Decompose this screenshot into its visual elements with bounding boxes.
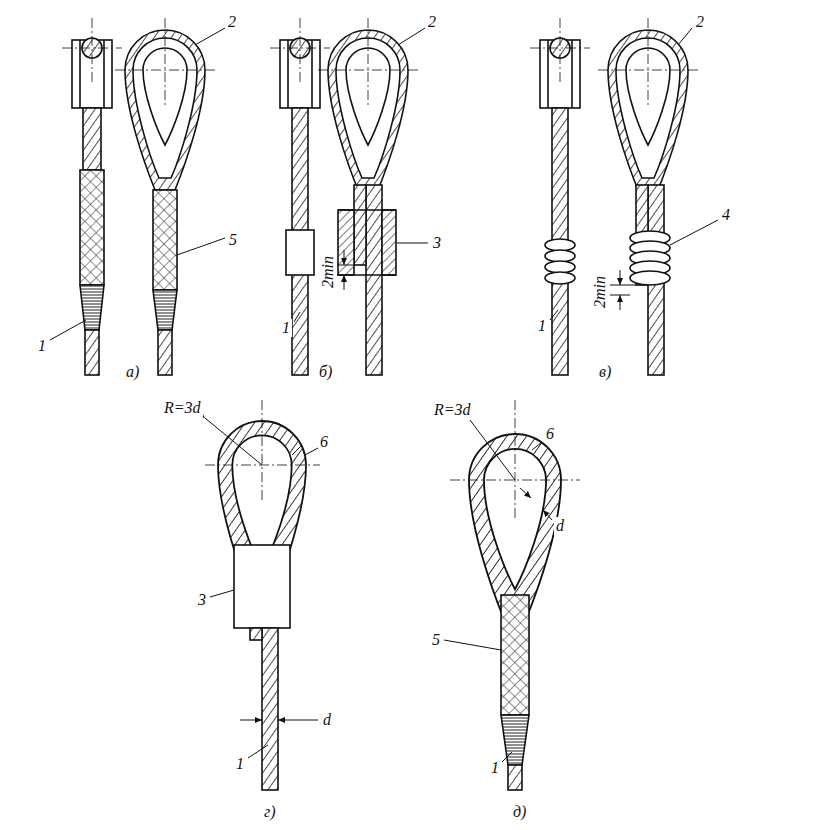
callout-number: 5 <box>430 631 442 649</box>
callout-number: 3 <box>196 591 208 609</box>
coil-clamp <box>630 231 670 285</box>
callout-number: 6 <box>544 425 556 443</box>
callout-number: 2 <box>226 13 238 31</box>
leader-lines <box>50 28 718 762</box>
dimension-text: 2min <box>319 254 337 290</box>
callout-number: 1 <box>36 337 48 355</box>
figure-letter: б) <box>317 363 334 381</box>
dimension-text: 2min <box>591 274 609 310</box>
figure-letter: в) <box>597 363 613 381</box>
dimension-text: R=3d <box>432 401 473 419</box>
side-view-b <box>280 38 320 375</box>
callout-number: 2 <box>694 13 706 31</box>
callout-number: 2 <box>426 13 438 31</box>
centre-lines <box>62 18 698 520</box>
callout-number: 1 <box>536 317 548 335</box>
figure-letter: г) <box>262 803 278 821</box>
figure-letter: д) <box>511 803 528 821</box>
callout-number: 5 <box>227 231 239 249</box>
callout-number: 3 <box>431 234 443 252</box>
callout-number: 1 <box>234 755 246 773</box>
figure-letter: а) <box>124 363 141 381</box>
callout-number: 1 <box>489 759 501 777</box>
dimension-text: d <box>554 517 566 535</box>
callout-number: 4 <box>720 206 732 224</box>
callout-number: 6 <box>318 433 330 451</box>
dimension-text: R=3d <box>162 399 203 417</box>
dimension-text: d <box>321 711 333 729</box>
callout-number: 1 <box>280 319 292 337</box>
